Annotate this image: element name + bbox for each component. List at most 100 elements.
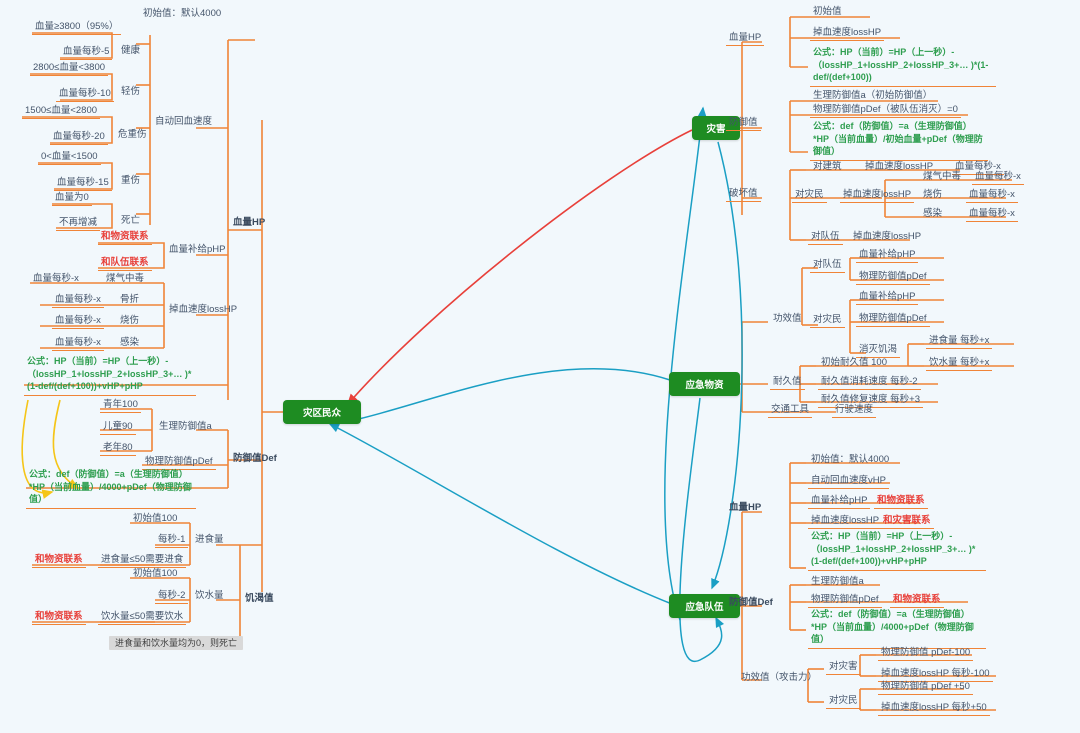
supplies-people-item-0: 血量补给pHP [856,290,918,305]
left-def-title: 防御值Def [230,452,280,466]
damage-sub-cause-0: 煤气中毒 [920,170,964,184]
disaster-def-item-0: 生理防御值a（初始防御值） [810,89,935,103]
branch-node-supplies[interactable]: 应急物资 [669,372,740,396]
team-attack-disaster-target: 对灾害 [826,660,861,675]
left-def-a-title: 生理防御值a [156,420,215,434]
state-rate-1: 血量每秒-10 [56,87,114,102]
state-rate-0: 血量每秒-5 [60,45,112,60]
state-rate-2: 血量每秒-20 [50,130,108,145]
food-initial: 初始值100 [130,512,180,526]
water-warn: 饮水量≤50需要饮水 [98,610,186,625]
state-name-1: 轻伤 [118,85,143,99]
damage-building-target: 对建筑 [810,160,845,174]
state-cond-1: 2800≤血量<3800 [30,61,108,76]
state-cond-4: 血量为0 [52,191,92,206]
left-php-link-0: 和物资联系 [98,230,152,245]
team-def-pdef-link: 和物资联系 [890,593,944,608]
team-def-a: 生理防御值a [808,575,867,589]
team-hp-vhp: 自动回血速度vHP [808,474,889,489]
link-team-to-people [330,424,672,604]
root-node[interactable]: 灾区民众 [283,400,361,424]
losshp-cause-0: 煤气中毒 [103,272,147,286]
supplies-team-item-0: 血量补给pHP [856,248,918,263]
def-age-2: 老年80 [100,441,136,456]
losshp-rate-0: 血量每秒-x [30,272,82,286]
team-def-title: 防御值Def [726,596,776,610]
disaster-hp-title: 血量HP [726,31,764,46]
hunger-death-note: 进食量和饮水量均为0，则死亡 [106,637,246,651]
left-hp-title: 血量HP [230,216,268,230]
disaster-hp-item-1: 掉血速度lossHP [810,26,884,41]
state-name-3: 重伤 [118,174,143,188]
left-hunger-title: 饥渴值 [242,592,277,606]
supplies-hunger-item-1: 饮水量 每秒+x [926,356,992,371]
food-rate: 每秒-1 [155,533,188,548]
food-warn: 进食量≤50需要进食 [98,553,186,568]
water-rate: 每秒-2 [155,589,188,604]
left-def-formula: 公式：def（防御值）=a（生理防御值）*HP（当前血量）/4000+pDef（… [26,468,196,509]
water-title: 饮水量 [192,589,227,603]
damage-sub-rate-1: 血量每秒-x [966,188,1018,203]
supplies-vehicle-title: 交通工具 [768,403,812,418]
damage-sub-rate-2: 血量每秒-x [966,207,1018,222]
damage-sub-rate-0: 血量每秒-x [972,170,1024,185]
damage-sub-cause-2: 感染 [920,207,945,221]
def-age-0: 青年100 [100,398,141,413]
state-rate-3: 血量每秒-15 [54,176,112,191]
food-link: 和物资联系 [32,553,86,568]
link-supplies-to-team [680,398,722,661]
team-hp-losshp-link: 和灾害联系 [880,514,934,529]
supplies-team-item-1: 物理防御值pDef [856,270,930,285]
supplies-vehicle-item: 行驶速度 [832,403,876,418]
damage-team-target: 对队伍 [808,230,843,245]
disaster-damage-title: 破坏值 [726,187,761,202]
link-disaster-to-team [712,142,742,588]
team-hp-initial: 初始值：默认4000 [808,453,892,467]
disaster-hp-item-0: 初始值 [810,5,845,19]
state-cond-3: 0<血量<1500 [38,150,101,165]
state-rate-4: 不再增减 [56,216,100,231]
team-attack-title: 功效值（攻击力） [738,671,820,685]
losshp-rate-1: 血量每秒-x [52,293,104,308]
supplies-hunger-item-0: 进食量 每秒+x [926,334,992,349]
losshp-cause-1: 骨折 [117,293,142,307]
damage-people-target: 对灾民 [792,188,827,203]
link-team-to-disaster [665,108,703,620]
state-cond-0: 血量≥3800（95%） [32,20,121,35]
supplies-team-target: 对队伍 [810,258,845,273]
hunger-death-pill: 进食量和饮水量均为0，则死亡 [109,636,243,650]
state-name-4: 死亡 [118,214,143,228]
supplies-effect-title: 功效值 [770,312,805,326]
losshp-cause-3: 感染 [117,336,142,350]
left-php-title: 血量补给pHP [166,243,228,257]
damage-sub-cause-1: 烧伤 [920,188,945,202]
losshp-cause-2: 烧伤 [117,314,142,328]
left-auto-regen: 自动回血速度 [152,115,215,129]
left-php-link-1: 和队伍联系 [98,256,152,271]
team-hp-title: 血量HP [726,501,764,515]
damage-people-effect: 掉血速度lossHP [840,188,914,203]
team-hp-losshp: 掉血速度lossHP [808,514,882,529]
water-initial: 初始值100 [130,567,180,581]
disaster-def-formula: 公式：def（防御值）=a（生理防御值）*HP（当前血量）/初始血量+pDef（… [810,120,988,161]
state-cond-2: 1500≤血量<2800 [22,104,100,119]
team-hp-formula: 公式：HP（当前）=HP（上一秒）-（lossHP_1+lossHP_2+los… [808,530,986,571]
damage-team-effect: 掉血速度lossHP [850,230,924,244]
state-name-2: 危重伤 [115,128,150,142]
team-attack-people-item-0: 物理防御值 pDef +50 [878,680,973,695]
left-losshp-title: 掉血速度lossHP [166,303,240,317]
disaster-def-item-1: 物理防御值pDef（被队伍消灭）=0 [810,103,961,118]
team-attack-people-target: 对灾民 [826,694,861,709]
left-hp-formula: 公式：HP（当前）=HP（上一秒）-（lossHP_1+lossHP_2+los… [24,355,196,396]
state-name-0: 健康 [118,44,143,58]
team-def-formula: 公式：def（防御值）=a（生理防御值）*HP（当前血量）/4000+pDef（… [808,608,986,649]
supplies-people-item-1: 物理防御值pDef [856,312,930,327]
disaster-def-title: 防御值 [726,116,761,131]
team-attack-people-item-1: 掉血速度lossHP 每秒+50 [878,701,990,716]
def-age-1: 儿童90 [100,420,136,435]
left-hp-initial: 初始值：默认4000 [140,7,224,21]
durability-item-1: 耐久值消耗速度 每秒-2 [818,375,921,390]
team-hp-php: 血量补给pHP [808,494,870,509]
food-title: 进食量 [192,533,227,547]
link-supplies-to-people [350,369,670,421]
